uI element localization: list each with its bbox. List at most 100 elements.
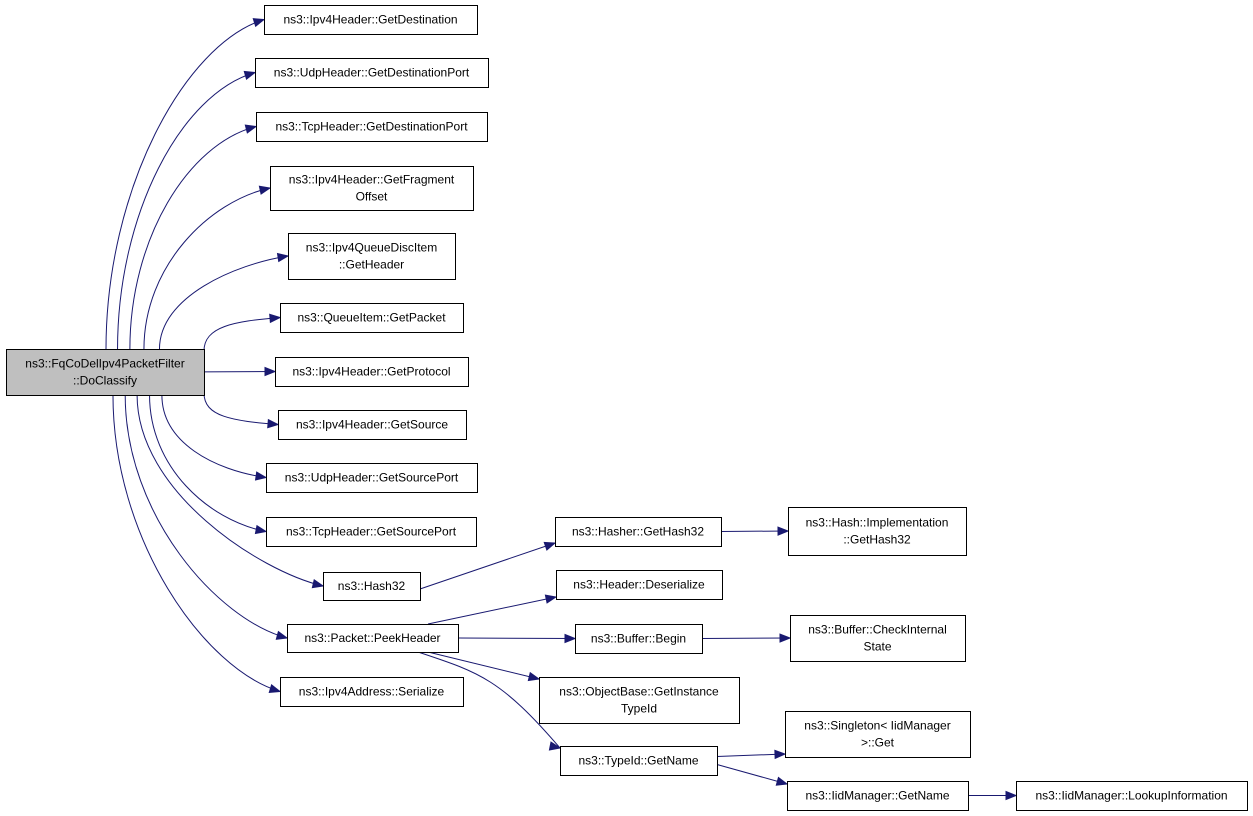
edge-line: [124, 394, 288, 639]
node-n12[interactable]: ns3::Packet::PeekHeader: [287, 624, 459, 653]
node-label: ns3::IidManager::LookupInformation: [1035, 789, 1227, 803]
node-label: ns3::ObjectBase::GetInstance: [559, 685, 719, 699]
edge-arrowhead: [243, 70, 257, 80]
edge-line: [158, 255, 289, 350]
edge-line: [427, 651, 540, 680]
node-box: [788, 507, 967, 556]
node-box: [275, 357, 469, 387]
node-label: ::GetHeader: [339, 258, 404, 272]
node-label: ns3::Header::Deserialize: [573, 578, 705, 592]
node-label: ns3::TcpHeader::GetSourcePort: [286, 525, 457, 539]
edge-arrowhead: [774, 749, 787, 760]
node-root[interactable]: ns3::FqCoDelIpv4PacketFilter::DoClassify: [6, 349, 205, 396]
node-box: [6, 349, 205, 396]
edge-arrowhead: [276, 252, 290, 263]
node-label: State: [863, 640, 891, 654]
node-n5[interactable]: ns3::Ipv4QueueDiscItem::GetHeader: [288, 233, 456, 280]
node-n23[interactable]: ns3::IidManager::LookupInformation: [1016, 781, 1248, 811]
edge-n20-n21: [716, 749, 787, 760]
node-box: [278, 410, 467, 440]
edge-root-n6: [203, 313, 282, 352]
node-label: TypeId: [621, 702, 657, 716]
edge-line: [149, 394, 267, 532]
node-n10[interactable]: ns3::TcpHeader::GetSourcePort: [266, 517, 477, 547]
edge-root-n11: [136, 394, 325, 589]
node-box: [287, 624, 459, 653]
edge-root-n5: [158, 252, 290, 350]
node-label: ns3::FqCoDelIpv4PacketFilter: [25, 357, 184, 371]
edge-n20-n22: [716, 764, 789, 786]
edge-arrowhead: [275, 630, 289, 640]
node-n13[interactable]: ns3::Ipv4Address::Serialize: [280, 677, 464, 707]
edge-line: [143, 187, 271, 350]
node-label: ns3::TypeId::GetName: [578, 754, 698, 768]
edge-line: [427, 596, 557, 625]
node-box: [539, 677, 740, 724]
node-label: ::GetHash32: [843, 533, 911, 547]
node-label: ns3::Ipv4Address::Serialize: [299, 685, 445, 699]
node-label: ns3::Ipv4Header::GetSource: [296, 418, 448, 432]
node-box: [556, 570, 723, 600]
node-n11[interactable]: ns3::Hash32: [323, 572, 421, 601]
node-box: [280, 677, 464, 707]
node-n6[interactable]: ns3::QueueItem::GetPacket: [280, 303, 464, 333]
node-box: [280, 303, 464, 333]
edge-line: [136, 394, 324, 587]
edge-arrowhead: [252, 18, 266, 28]
node-label: ns3::UdpHeader::GetSourcePort: [285, 471, 459, 485]
node-label: ns3::Hash::Implementation: [806, 516, 949, 530]
edge-n11-n14: [419, 541, 557, 590]
node-label: ns3::Hasher::GetHash32: [572, 525, 704, 539]
edge-root-n8: [203, 392, 280, 429]
node-label: ns3::TcpHeader::GetDestinationPort: [275, 120, 468, 134]
node-box: [288, 233, 456, 280]
node-n7[interactable]: ns3::Ipv4Header::GetProtocol: [275, 357, 469, 387]
edge-line: [161, 394, 267, 478]
edge-line: [203, 317, 281, 352]
edge-n22-n23: [968, 790, 1018, 801]
edge-arrowhead: [775, 776, 789, 786]
edge-line: [457, 637, 576, 639]
node-n2[interactable]: ns3::UdpHeader::GetDestinationPort: [255, 58, 489, 88]
node-n20[interactable]: ns3::TypeId::GetName: [560, 746, 718, 776]
node-box: [323, 572, 421, 601]
edge-arrowhead: [258, 185, 272, 195]
node-n17[interactable]: ns3::Buffer::Begin: [575, 624, 703, 654]
node-label: ns3::Ipv4Header::GetDestination: [283, 13, 457, 27]
node-n22[interactable]: ns3::IidManager::GetName: [787, 781, 969, 811]
node-label: ns3::Ipv4Header::GetFragment: [289, 173, 455, 187]
node-box: [1016, 781, 1248, 811]
node-n16[interactable]: ns3::Header::Deserialize: [556, 570, 723, 600]
node-box: [255, 58, 489, 88]
node-box: [787, 781, 969, 811]
edge-n12-n20: [417, 651, 562, 751]
node-n1[interactable]: ns3::Ipv4Header::GetDestination: [264, 5, 478, 35]
node-label: >::Get: [861, 736, 895, 750]
node-n3[interactable]: ns3::TcpHeader::GetDestinationPort: [256, 112, 488, 142]
node-n15[interactable]: ns3::Hash::Implementation::GetHash32: [788, 507, 967, 556]
edge-arrowhead: [777, 526, 790, 536]
node-label: ns3::Singleton< IidManager: [804, 719, 950, 733]
edge-arrowhead: [544, 594, 558, 604]
edge-root-n7: [203, 366, 277, 377]
node-n8[interactable]: ns3::Ipv4Header::GetSource: [278, 410, 467, 440]
edge-line: [105, 19, 265, 350]
edge-n12-n19: [427, 651, 541, 682]
edge-root-n1: [105, 18, 266, 350]
edge-arrowhead: [1005, 790, 1018, 801]
edge-line: [701, 637, 791, 639]
node-label: ns3::Packet::PeekHeader: [304, 631, 440, 645]
node-n9[interactable]: ns3::UdpHeader::GetSourcePort: [266, 463, 478, 493]
node-box: [266, 463, 478, 493]
node-label: ns3::Buffer::CheckInternal: [808, 623, 947, 637]
node-n14[interactable]: ns3::Hasher::GetHash32: [555, 517, 722, 547]
edge-line: [419, 542, 556, 590]
node-n21[interactable]: ns3::Singleton< IidManager >::Get: [785, 711, 971, 758]
edge-root-n3: [129, 124, 258, 350]
nodes-layer: ns3::FqCoDelIpv4PacketFilter::DoClassify…: [6, 5, 1248, 811]
edges-layer: [105, 18, 1018, 801]
node-box: [555, 517, 722, 547]
